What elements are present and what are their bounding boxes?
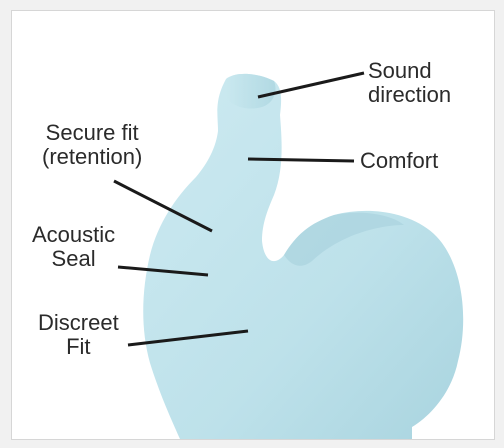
leader-line-comfort [248,159,354,161]
diagram-frame: Sound direction Comfort Secure fit (rete… [11,10,495,440]
label-comfort: Comfort [360,149,438,173]
label-acoustic-seal: Acoustic Seal [32,223,115,271]
label-sound-direction: Sound direction [368,59,451,107]
earmold-nozzle-tip [226,74,276,109]
label-secure-fit: Secure fit (retention) [42,121,142,169]
label-discreet-fit: Discreet Fit [38,311,119,359]
